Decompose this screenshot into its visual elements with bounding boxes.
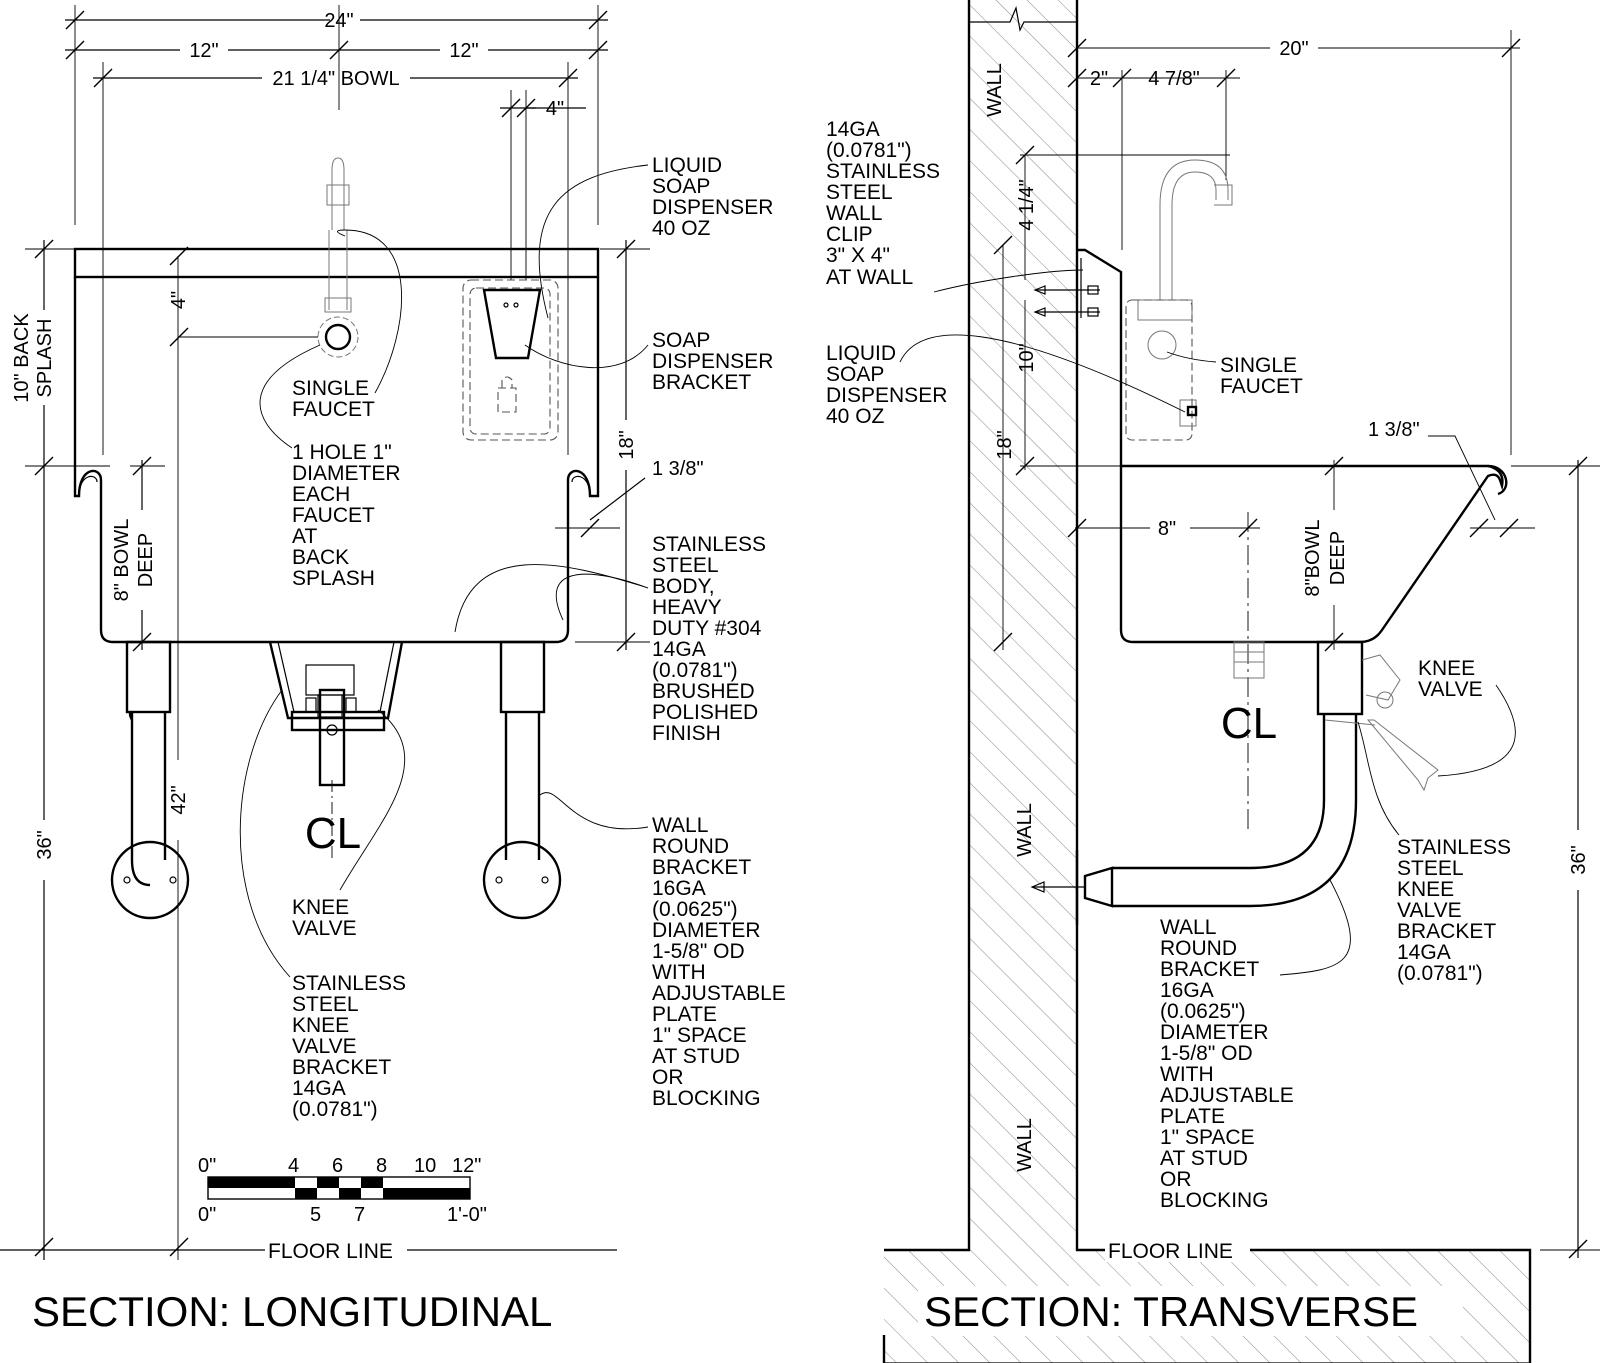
splash-label-2: SPLASH	[34, 319, 56, 398]
knee-valve-side	[1324, 654, 1439, 792]
sink-body-side	[1119, 464, 1504, 644]
wall-bracket-side	[1030, 640, 1364, 925]
centerline-symbol-long: CL	[305, 780, 361, 860]
note-clip-trans: 14GA (0.0781") STAINLESS STEEL WALL CLIP…	[826, 118, 946, 289]
bowl-deep-t-2: DEEP	[1327, 531, 1349, 585]
dim-478-text: 4 7/8"	[1148, 68, 1200, 90]
dim-rim-text: 1 3/8"	[652, 458, 704, 480]
leg-right	[482, 640, 562, 920]
scale-bot-0: 0"	[198, 1204, 216, 1226]
note-soap-trans: LIQUID SOAP DISPENSER 40 OZ	[826, 342, 953, 428]
dim-36-right-text: 36"	[1568, 845, 1590, 874]
scale-bar: 0" 4 6 8 10 12" 0" 5 7 1'-0"	[198, 1155, 487, 1226]
note-knee-bracket-long: STAINLESS STEEL KNEE VALVE BRACKET 14GA …	[292, 972, 412, 1121]
bowl-deep-2: DEEP	[135, 533, 157, 587]
dim-soap-4-text: 4"	[546, 98, 564, 120]
note-faucet-trans: SINGLE FAUCET	[1220, 354, 1303, 398]
dim-bowl: 21 1/4" BOWL	[93, 68, 578, 90]
note-wall-bracket-trans: WALL ROUND BRACKET 16GA (0.0625") DIAMET…	[1160, 916, 1300, 1212]
dim-414-text: 4 1/4"	[1016, 179, 1038, 231]
note-wall-bracket-long: WALL ROUND BRACKET 16GA (0.0625") DIAMET…	[652, 814, 792, 1110]
note-knee-long: KNEE VALVE	[292, 896, 357, 940]
dim-36-left-text: 36"	[34, 830, 56, 859]
knee-valve-bracket	[268, 641, 404, 787]
scale-bot-5: 5	[310, 1204, 321, 1226]
dim-12-right-text: 12"	[449, 40, 478, 62]
title-transverse: SECTION: TRANSVERSE	[924, 1288, 1418, 1335]
dim-12-left-text: 12"	[189, 40, 218, 62]
dim-8-text: 8"	[1158, 518, 1176, 540]
note-soap-long: LIQUID SOAP DISPENSER 40 OZ	[652, 154, 779, 240]
backsplash-top	[73, 247, 600, 279]
sink-body	[73, 277, 600, 644]
dim-bowl-text: 21 1/4" BOWL	[272, 68, 399, 90]
dim-24: 24"	[65, 10, 608, 32]
transverse-section: WALL WALL WALL 20" 2" 4 7/8" 4 1/4" 10" …	[826, 0, 1600, 1363]
centerline-symbol-trans: CL	[1221, 699, 1277, 748]
scale-top-12: 12"	[452, 1155, 481, 1177]
dim-12-12: 12" 12"	[65, 40, 608, 62]
dim-18t-text: 18"	[994, 430, 1016, 459]
wall-clip	[1033, 248, 1123, 466]
scale-bot-1ft: 1'-0"	[447, 1204, 487, 1226]
floor-line-long: FLOOR LINE	[268, 1240, 393, 1263]
dim-2-text: 2"	[1090, 68, 1108, 90]
dim-soap-4: 4"	[500, 98, 586, 120]
scale-top-10: 10	[414, 1155, 436, 1177]
drain	[1233, 641, 1265, 679]
note-knee-trans: KNEE VALVE	[1418, 657, 1483, 701]
faucet	[317, 157, 359, 358]
bowl-deep-1: 8" BOWL	[111, 519, 133, 602]
note-hole-long: 1 HOLE 1" DIAMETER EACH FAUCET AT BACK S…	[292, 441, 406, 590]
wall-label-bot: WALL	[1014, 1118, 1036, 1172]
leg-left	[110, 640, 190, 920]
note-faucet-long: SINGLE FAUCET	[292, 377, 375, 421]
scale-top-4: 4	[288, 1155, 299, 1177]
note-soap-bracket-long: SOAP DISPENSER BRACKET	[652, 329, 779, 394]
wall-label-mid: WALL	[1014, 803, 1036, 857]
longitudinal-section: 24" 12" 12" 21 1/4" BOWL 4"	[0, 5, 792, 1335]
note-knee-bracket-trans: STAINLESS STEEL KNEE VALVE BRACKET 14GA …	[1397, 836, 1517, 985]
dim-faucet-drop-text: 4"	[168, 291, 190, 309]
centerline-trans-text: CL	[1221, 699, 1277, 748]
dim-24-text: 24"	[324, 10, 353, 32]
dim-42-text: 42"	[168, 785, 190, 814]
note-body-long: STAINLESS STEEL BODY, HEAVY DUTY #304 14…	[652, 533, 772, 745]
splash-label-1: 10" BACK	[11, 313, 33, 403]
soap-dispenser	[462, 279, 559, 441]
dim-20-text: 20"	[1279, 38, 1308, 60]
wall-label-top: WALL	[984, 63, 1006, 117]
scale-top-8: 8	[376, 1155, 387, 1177]
dim-rim-t-text: 1 3/8"	[1368, 419, 1420, 441]
scale-top-6: 6	[332, 1155, 343, 1177]
scale-bot-7: 7	[354, 1204, 365, 1226]
bowl-deep-t-1: 8"BOWL	[1302, 519, 1324, 596]
centerline-long-text: CL	[305, 809, 361, 858]
dim-18-text: 18"	[616, 430, 638, 459]
scale-top-0: 0"	[198, 1155, 216, 1177]
wall-hatch	[884, 0, 1530, 1363]
floor-line-trans: FLOOR LINE	[1108, 1240, 1233, 1263]
dim-10-text: 10"	[1016, 343, 1038, 372]
title-longitudinal: SECTION: LONGITUDINAL	[32, 1288, 552, 1335]
faucet-side	[1125, 159, 1233, 441]
